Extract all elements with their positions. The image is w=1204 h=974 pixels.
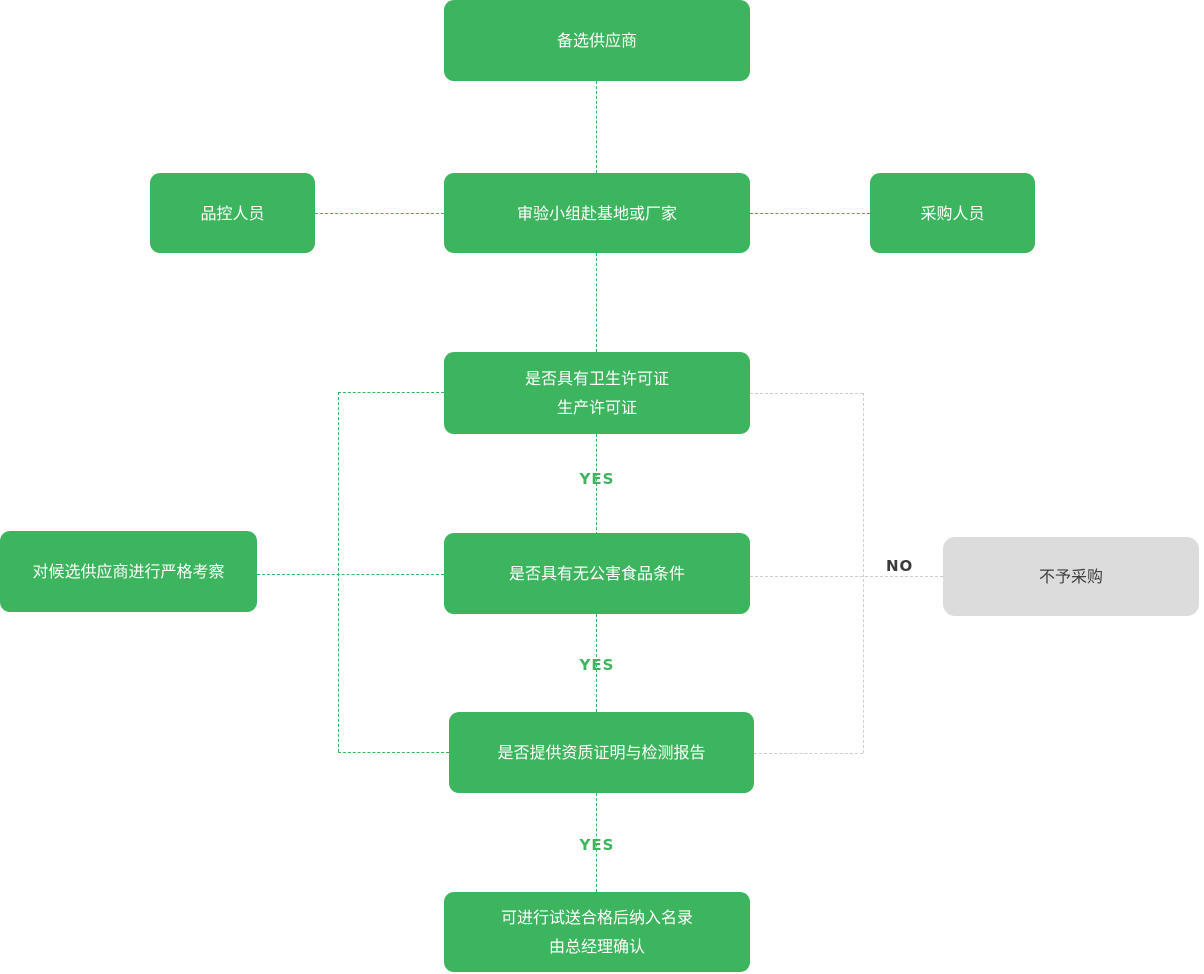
connector-team-to-license	[596, 253, 597, 352]
connector-no-vertical	[863, 393, 864, 753]
node-no-purchase: 不予采购	[943, 537, 1199, 616]
connector-no-middle	[750, 576, 943, 577]
connector-left-loop-vertical	[338, 392, 339, 752]
connector-no-top	[750, 393, 863, 394]
node-certificates-reports: 是否提供资质证明与检测报告	[449, 712, 754, 793]
node-trial-delivery: 可进行试送合格后纳入名录 由总经理确认	[444, 892, 750, 972]
node-candidate-supplier: 备选供应商	[444, 0, 750, 81]
node-pollution-free: 是否具有无公害食品条件	[444, 533, 750, 614]
node-strict-review: 对候选供应商进行严格考察	[0, 531, 257, 612]
connector-purchasing-horizontal	[750, 213, 870, 214]
node-inspection-team: 审验小组赴基地或厂家	[444, 173, 750, 253]
connector-left-loop-top	[338, 392, 444, 393]
connector-left-loop-bottom	[338, 752, 449, 753]
edge-label-yes-3: YES	[579, 836, 615, 854]
connector-no-bottom	[754, 753, 863, 754]
node-qc-staff: 品控人员	[150, 173, 315, 253]
connector-strict-review-horizontal	[257, 574, 444, 575]
node-hygiene-license: 是否具有卫生许可证 生产许可证	[444, 352, 750, 434]
connector-yes1-vertical	[596, 434, 597, 535]
connector-qc-horizontal	[315, 213, 444, 214]
edge-label-no: NO	[886, 557, 914, 575]
edge-label-yes-2: YES	[579, 656, 615, 674]
edge-label-yes-1: YES	[579, 470, 615, 488]
connector-top-vertical	[596, 81, 597, 173]
connector-yes3-vertical	[596, 793, 597, 892]
node-purchasing-staff: 采购人员	[870, 173, 1035, 253]
connector-yes2-vertical	[596, 614, 597, 712]
